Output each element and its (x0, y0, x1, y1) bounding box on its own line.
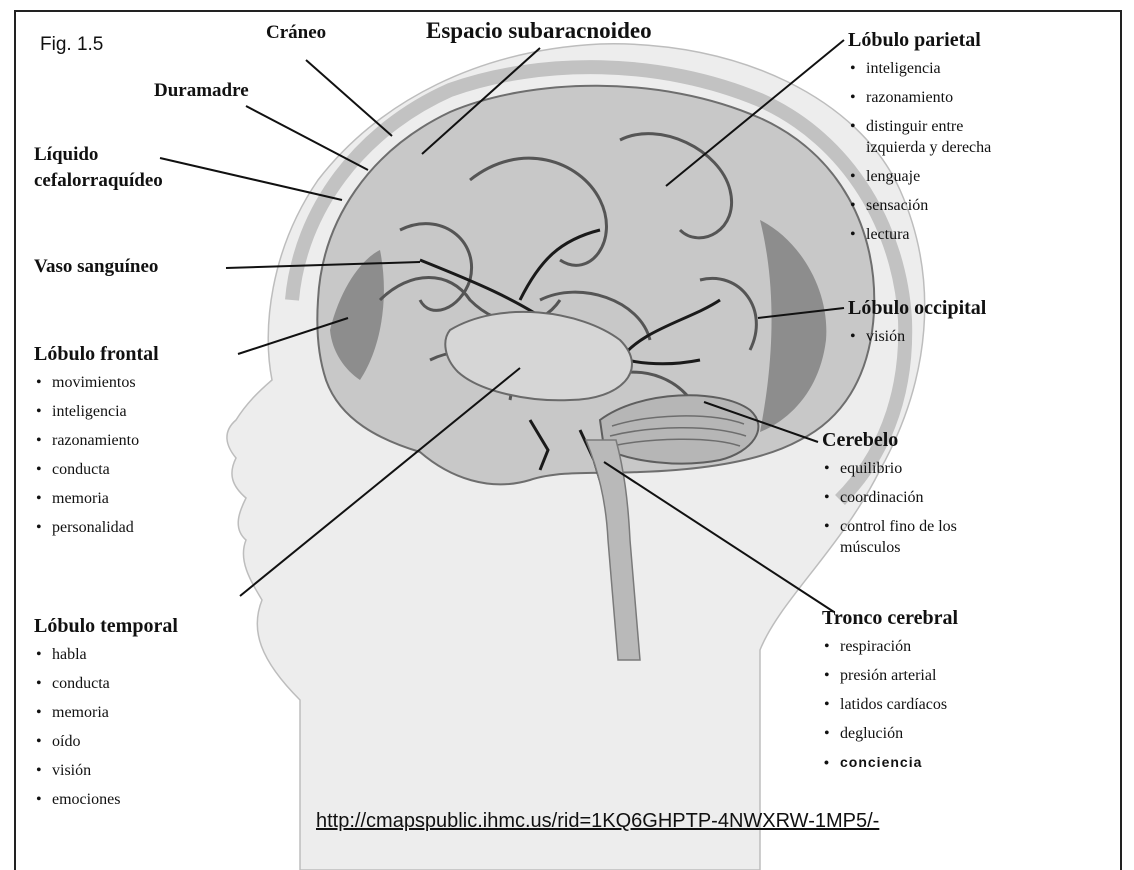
item-tronco-1: respiración (822, 636, 958, 657)
group-lobulo-occipital: Lóbulo occipital visión (848, 296, 986, 355)
title-lobulo-occipital: Lóbulo occipital (848, 296, 986, 320)
item-parietal-3: distinguir entre izquierda y derecha (848, 116, 991, 158)
leader-duramadre (246, 106, 368, 170)
item-parietal-1: inteligencia (848, 58, 991, 79)
item-tronco-2: presión arterial (822, 665, 958, 686)
item-frontal-6: personalidad (34, 517, 159, 538)
item-temporal-4: oído (34, 731, 178, 752)
leader-craneo (306, 60, 392, 136)
item-tronco-3: latidos cardíacos (822, 694, 958, 715)
item-parietal-4: lenguaje (848, 166, 991, 187)
leader-liquido (160, 158, 342, 200)
source-url-link[interactable]: http://cmapspublic.ihmc.us/rid=1KQ6GHPTP… (316, 810, 879, 833)
group-cerebelo: Cerebelo equilibrio coordinación control… (822, 428, 957, 566)
item-cerebelo-3: control fino de los músculos (822, 516, 957, 558)
item-parietal-5: sensación (848, 195, 991, 216)
title-cerebelo: Cerebelo (822, 428, 957, 452)
group-lobulo-parietal: Lóbulo parietal inteligencia razonamient… (848, 28, 991, 253)
item-parietal-2: razonamiento (848, 87, 991, 108)
title-lobulo-frontal: Lóbulo frontal (34, 342, 159, 366)
item-cerebelo-1: equilibrio (822, 458, 957, 479)
item-temporal-3: memoria (34, 702, 178, 723)
title-lobulo-temporal: Lóbulo temporal (34, 614, 178, 638)
item-frontal-2: inteligencia (34, 401, 159, 422)
group-lobulo-frontal: Lóbulo frontal movimientos inteligencia … (34, 342, 159, 546)
label-craneo: Cráneo (266, 22, 326, 44)
item-frontal-1: movimientos (34, 372, 159, 393)
item-temporal-6: emociones (34, 789, 178, 810)
item-temporal-1: habla (34, 644, 178, 665)
item-frontal-3: razonamiento (34, 430, 159, 451)
title-tronco-cerebral: Tronco cerebral (822, 606, 958, 630)
item-cerebelo-2: coordinación (822, 487, 957, 508)
label-vaso-sanguineo: Vaso sanguíneo (34, 256, 158, 278)
label-espacio-subaracnoideo: Espacio subaracnoideo (426, 20, 652, 42)
item-tronco-5: conciencia (822, 752, 958, 773)
item-frontal-4: conducta (34, 459, 159, 480)
figure-label: Fig. 1.5 (40, 34, 103, 56)
group-tronco-cerebral: Tronco cerebral respiración presión arte… (822, 606, 958, 781)
item-occipital-1: visión (848, 326, 986, 347)
group-lobulo-temporal: Lóbulo temporal habla conducta memoria o… (34, 614, 178, 818)
label-liquido-cefalorraquideo: Líquido cefalorraquídeo (34, 142, 163, 194)
item-parietal-6: lectura (848, 224, 991, 245)
item-frontal-5: memoria (34, 488, 159, 509)
item-temporal-5: visión (34, 760, 178, 781)
title-lobulo-parietal: Lóbulo parietal (848, 28, 991, 52)
label-duramadre: Duramadre (154, 80, 249, 102)
item-tronco-4: deglución (822, 723, 958, 744)
item-temporal-2: conducta (34, 673, 178, 694)
